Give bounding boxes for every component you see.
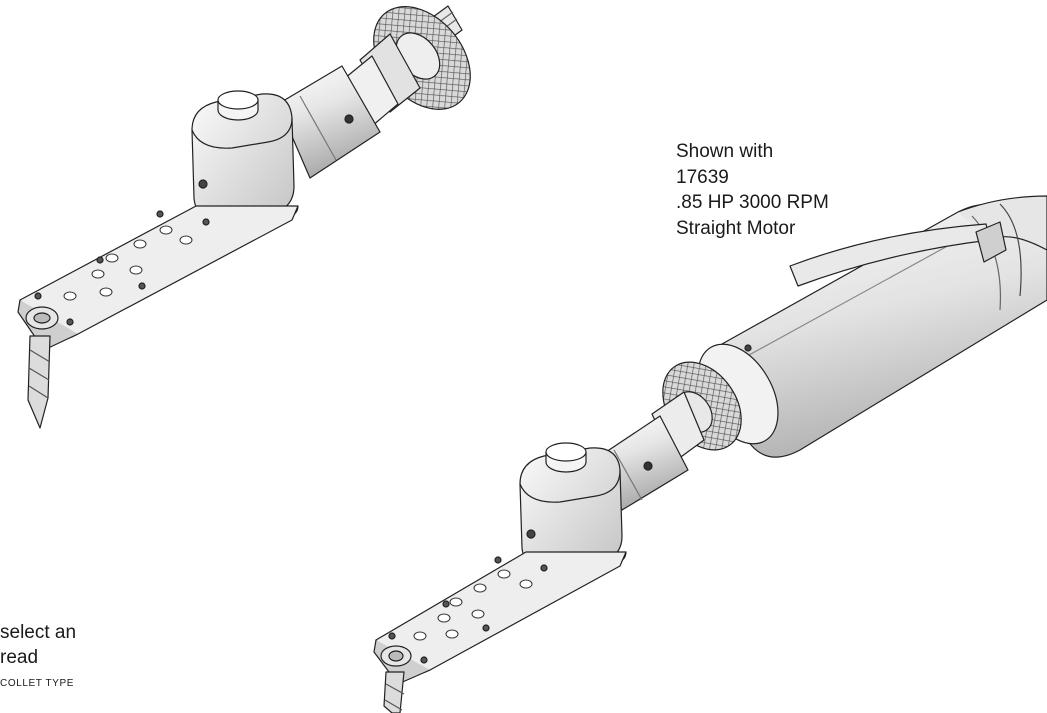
shaft (277, 65, 381, 179)
caption-line-4: Straight Motor (676, 217, 796, 239)
drill-bit (27, 335, 51, 429)
blade-arm (19, 205, 299, 341)
note-line-2: read (0, 647, 39, 668)
collet-type-label: COLLET TYPE (0, 678, 75, 689)
caption-line-1: Shown with (676, 141, 774, 162)
motor-caption: Shown with 17639 .85 HP 3000 RPM Straigh… (676, 139, 829, 241)
collet-note: select an read COLLET TYPE (0, 620, 76, 690)
caption-line-2: 17639 (676, 166, 729, 188)
attachment-top-left (17, 5, 471, 429)
caption-line-3: .85 HP 3000 RPM (676, 192, 829, 213)
note-line-1: select an (0, 622, 77, 643)
attachment-with-motor (373, 195, 1047, 713)
